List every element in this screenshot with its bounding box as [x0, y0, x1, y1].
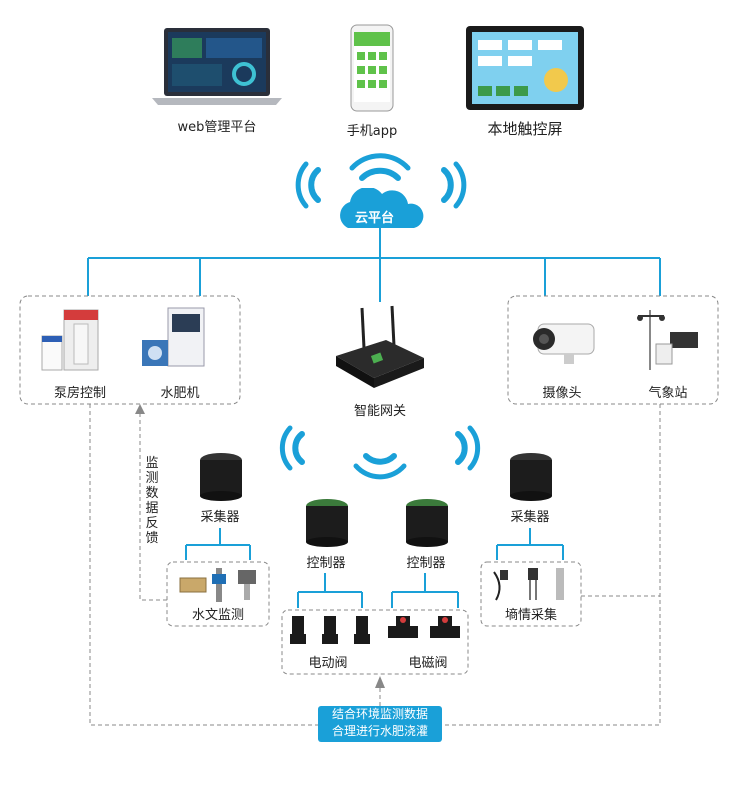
gateway-router-icon [332, 304, 428, 392]
camera-label: 摄像头 [542, 386, 582, 401]
mobile-app-label: 手机app [346, 124, 398, 139]
controller-b-icon [402, 498, 452, 548]
touchscreen-label: 本地触控屏 [487, 120, 563, 138]
soil-sensors-icon [488, 566, 574, 602]
collector-left-label: 采集器 [200, 510, 240, 525]
pump-room-label: 泵房控制 [53, 386, 107, 401]
collector-right-icon [506, 452, 556, 502]
irrigation-note-box: 结合环境监测数据 合理进行水肥浇灌 [318, 706, 442, 742]
feedback-label: 监测数据反馈 [145, 456, 159, 546]
pump-cabinet-icon [40, 308, 110, 372]
collector-right-label: 采集器 [510, 510, 550, 525]
camera-icon [528, 318, 598, 366]
web-platform-label: web管理平台 [177, 120, 257, 135]
electric-valve-label: 电动阀 [308, 656, 348, 671]
gateway-label: 智能网关 [353, 404, 407, 419]
collector-left-icon [196, 452, 246, 502]
controller-a-icon [302, 498, 352, 548]
laptop-icon [152, 26, 282, 106]
cloud-platform-label: 云平台 [355, 211, 395, 226]
irrigation-note-line2: 合理进行水肥浇灌 [331, 724, 428, 738]
soil-moisture-label: 墒情采集 [504, 608, 558, 623]
cloud-icon [330, 186, 430, 232]
electric-valves-icon [288, 614, 374, 648]
irrigation-note-line1: 结合环境监测数据 [331, 707, 428, 721]
weather-station-label: 气象站 [648, 386, 688, 401]
hydro-monitor-label: 水文监测 [191, 608, 245, 623]
phone-icon [350, 24, 394, 112]
solenoid-valves-icon [386, 612, 466, 648]
controller-b-label: 控制器 [406, 556, 446, 571]
hydro-sensors-icon [176, 566, 262, 602]
controller-a-label: 控制器 [306, 556, 346, 571]
fertilizer-machine-label: 水肥机 [160, 386, 200, 401]
fertilizer-machine-icon [140, 304, 210, 372]
touchscreen-icon [466, 26, 584, 110]
solenoid-valve-label: 电磁阀 [408, 656, 448, 671]
weather-station-icon [630, 306, 704, 372]
